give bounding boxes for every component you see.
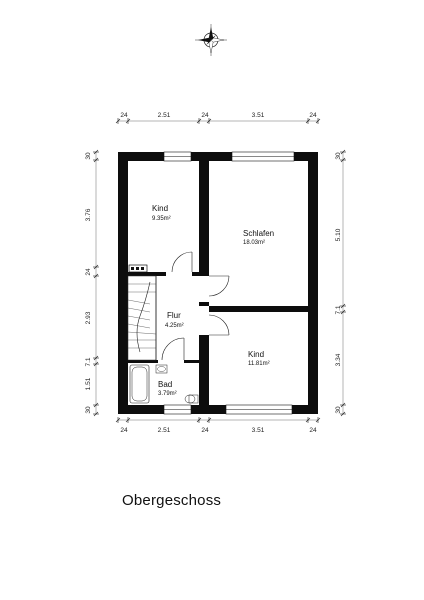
room-name: Flur	[167, 311, 181, 320]
room-label-kind-right: Kind 11.81m²	[248, 350, 270, 367]
bathtub	[129, 364, 150, 404]
room-area: 11.81m²	[248, 361, 270, 367]
staircase	[127, 275, 157, 361]
room-label-bad: Bad 3.79m²	[158, 380, 177, 397]
dim-bottom-5: 24	[309, 427, 317, 434]
dim-left-4: 2.93	[85, 311, 92, 324]
room-name: Schlafen	[243, 229, 274, 238]
dimension-line-bottom: 24 2.51 24 3.51 24	[115, 417, 321, 434]
dimension-line-left: 30 3.76 24 2.93 7.1 1.51 30	[85, 149, 99, 417]
room-label-flur: Flur 4.25m²	[165, 311, 184, 329]
chimney-vents	[128, 264, 148, 273]
dim-left-5: 7.1	[85, 357, 92, 366]
dim-right-5: 30	[335, 406, 342, 414]
room-area: 3.79m²	[158, 391, 177, 397]
dim-left-1: 30	[85, 152, 92, 160]
dimension-line-top: 24 2.51 24 3.51 24	[115, 112, 321, 124]
dim-top-2: 2.51	[158, 112, 171, 119]
dim-left-3: 24	[85, 268, 92, 276]
windows	[163, 151, 295, 415]
toilet	[184, 394, 199, 404]
dim-bottom-4: 3.51	[252, 427, 265, 434]
dim-top-3: 24	[201, 112, 209, 119]
room-name: Kind	[248, 350, 264, 359]
room-label-schlafen: Schlafen 18.03m²	[243, 229, 274, 246]
room-name: Bad	[158, 380, 172, 389]
dimension-line-right: 30 5.10 7.1 3.34 30	[335, 149, 346, 417]
dim-bottom-3: 24	[201, 427, 209, 434]
dim-right-1: 30	[335, 152, 342, 160]
compass-rose-icon	[195, 24, 227, 56]
dim-left-2: 3.76	[85, 208, 92, 221]
room-label-kind-top: Kind 9.35m²	[152, 204, 171, 222]
walls	[118, 152, 318, 414]
dim-top-1: 24	[120, 112, 128, 119]
room-area: 9.35m²	[152, 216, 171, 222]
dim-left-7: 30	[85, 406, 92, 414]
room-name: Kind	[152, 204, 168, 213]
dim-top-4: 3.51	[252, 112, 265, 119]
dim-bottom-1: 24	[120, 427, 128, 434]
dim-top-5: 24	[309, 112, 317, 119]
room-area: 18.03m²	[243, 240, 265, 246]
dim-right-3: 7.1	[335, 305, 342, 314]
washbasin	[155, 364, 168, 374]
dim-right-2: 5.10	[335, 228, 342, 241]
dim-right-4: 3.34	[335, 353, 342, 366]
room-area: 4.25m²	[165, 323, 184, 329]
dim-left-6: 1.51	[85, 377, 92, 390]
dim-bottom-2: 2.51	[158, 427, 171, 434]
floor-title: Obergeschoss	[122, 492, 222, 509]
doors	[161, 251, 230, 361]
